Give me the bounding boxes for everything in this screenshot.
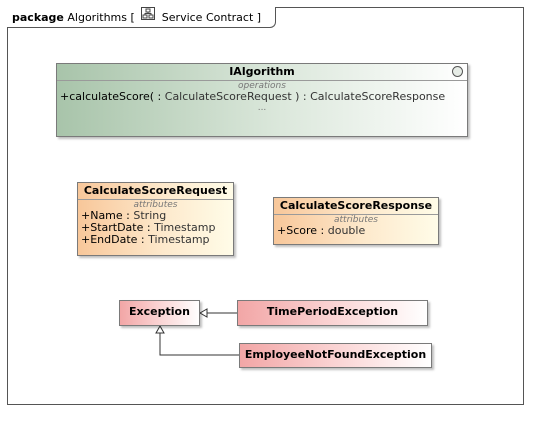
diagram-type: Service Contract [161,11,254,24]
package-name: Algorithms [67,11,127,24]
attribute-row: +StartDate : Timestamp [78,222,233,234]
class-diagram-icon [141,7,156,27]
operations-section-label: operations [238,81,286,91]
attribute-sep: : [122,209,134,222]
attribute-row: +EndDate : Timestamp [78,234,233,246]
attributes-section-label: attributes [133,200,178,210]
operation-calculatescore: +calculateScore( : CalculateScoreRequest… [57,91,467,103]
arrowhead-timeperiod [198,308,208,318]
operation-name: calculateScore( [69,90,155,103]
attribute-sep: : [317,224,328,237]
bracket-close: ] [256,11,262,24]
attribute-row: +Score : double [274,225,438,237]
attribute-type: Timestamp [148,233,210,246]
attribute-type: double [327,224,366,237]
class-employeenotfoundexception[interactable]: EmployeeNotFoundException [239,343,432,368]
attribute-type: String [133,209,167,222]
attribute-type: Timestamp [154,221,216,234]
link-employeenotfound-to-exception [159,333,239,356]
attributes-section-label: attributes [334,215,378,225]
attribute-name: +Name [81,209,123,222]
attribute-row: +Name : String [78,210,233,222]
operation-return: ) : CalculateScoreResponse [291,90,446,103]
attribute-sep: : [137,233,149,246]
interface-ialgorithm[interactable]: IAlgorithm operations +calculateScore( :… [56,63,468,137]
operation-param-sep: : [154,90,165,103]
arrowhead-employeenotfound [155,324,165,334]
operation-param-type: CalculateScoreRequest [164,90,292,103]
interface-name: IAlgorithm [229,65,295,78]
class-exception[interactable]: Exception [119,300,200,326]
package-keyword: package [12,11,64,24]
class-timeperiodexception[interactable]: TimePeriodException [237,300,428,326]
bracket-open: [ [130,11,135,24]
attribute-sep: : [143,221,155,234]
interface-circle-icon [452,66,463,77]
interface-title: IAlgorithm [57,64,467,81]
class-calculatescoreresponse[interactable]: CalculateScoreResponse attributes +Score… [273,197,439,245]
attribute-name: +StartDate [81,221,144,234]
operations-ellipsis: ... [257,103,267,113]
class-title: CalculateScoreRequest [78,183,233,200]
attribute-name: +EndDate [81,233,138,246]
class-title: CalculateScoreResponse [274,198,438,215]
operation-visibility: + [60,90,70,103]
package-header: package Algorithms [ Service Contract ] [7,7,277,28]
attribute-name: +Score [277,224,318,237]
class-calculatescorerequest[interactable]: CalculateScoreRequest attributes +Name :… [77,182,234,256]
